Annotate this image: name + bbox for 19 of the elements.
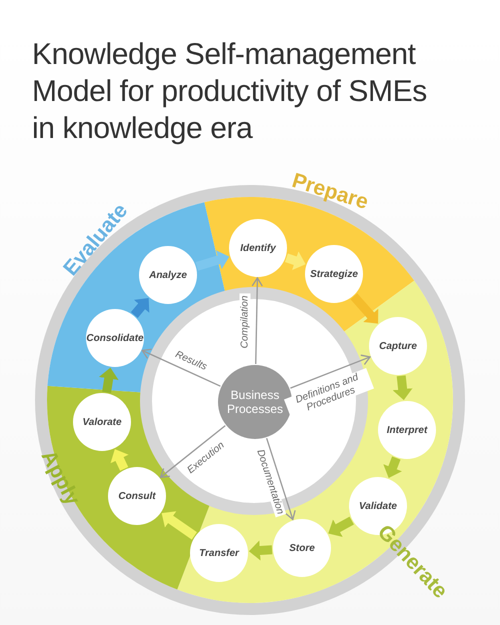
- block-arrow: [110, 449, 129, 471]
- arrow: [266, 438, 296, 520]
- block-arrow: [350, 293, 378, 324]
- block-arrow: [130, 298, 150, 318]
- block-arrow: [195, 250, 230, 271]
- block-arrow: [162, 511, 197, 540]
- arrow: [160, 425, 226, 478]
- arrow: [252, 277, 263, 364]
- block-arrow: [392, 375, 413, 400]
- phase-label: Prepare: [289, 169, 371, 215]
- edge-label: Compilation: [240, 294, 250, 350]
- arrow: [290, 354, 371, 389]
- block-arrow: [98, 368, 119, 394]
- title: Knowledge Self-management Model for productivity of SMEs in knowledge era: [32, 37, 427, 147]
- arrow: [142, 348, 221, 387]
- block-arrow: [383, 456, 402, 478]
- block-arrow: [328, 516, 354, 537]
- block-arrow: [248, 540, 272, 561]
- block-arrow: [284, 251, 306, 270]
